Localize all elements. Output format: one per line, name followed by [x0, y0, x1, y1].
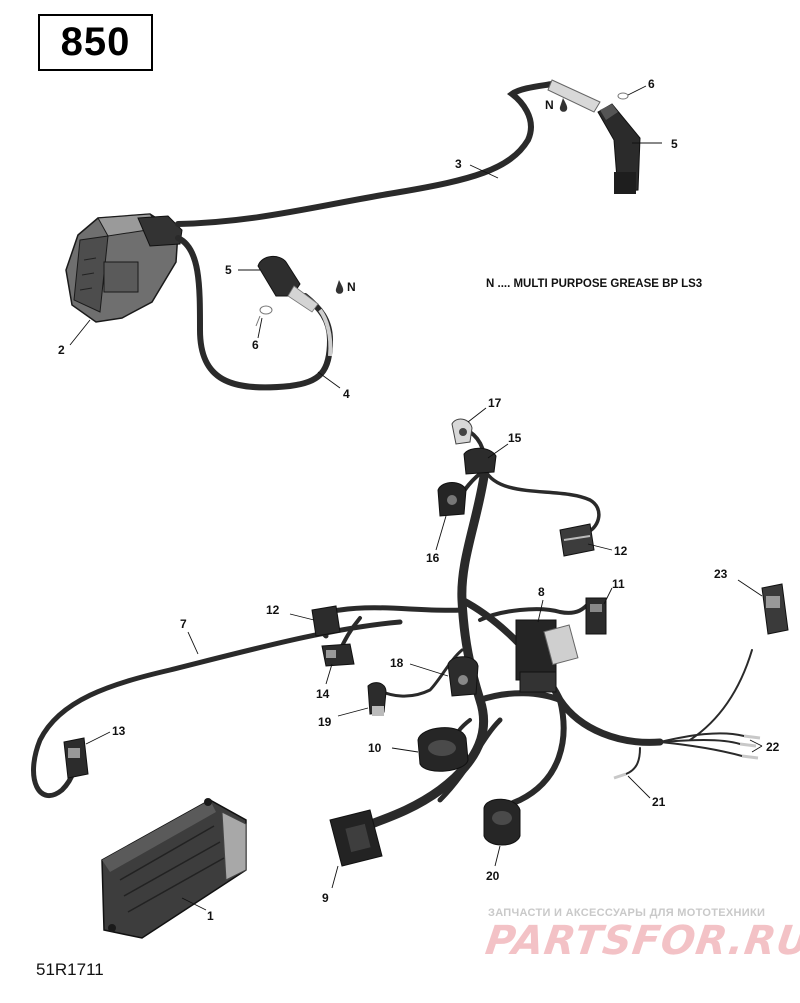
callout-23: 23 [714, 567, 728, 581]
wiring-harness [31, 430, 753, 835]
sensor-19 [367, 682, 387, 716]
callout-14: 14 [316, 687, 330, 701]
callout-4: 4 [343, 387, 350, 401]
model-label: 850 [38, 14, 153, 71]
connector-13 [63, 737, 89, 779]
spark-plug-cap-lower [257, 256, 319, 313]
callout-19: 19 [318, 715, 332, 729]
callout-leaders [69, 85, 763, 911]
spark-plug-cap-upper [597, 103, 641, 194]
ignition-coil [65, 213, 183, 323]
grease-drop-icon [559, 98, 568, 112]
connector-9 [329, 809, 383, 867]
ecm-module-1 [101, 798, 247, 939]
watermark-tagline: ЗАПЧАСТИ И АКСЕССУАРЫ ДЛЯ МОТОТЕХНИКИ [488, 907, 766, 919]
callout-16: 16 [426, 551, 440, 565]
callout-6-lower: 6 [252, 338, 259, 352]
connector-11 [585, 597, 607, 635]
callout-18: 18 [390, 656, 404, 670]
callout-11: 11 [612, 577, 625, 591]
callout-12-left: 12 [266, 603, 280, 617]
sensor-17 [451, 418, 473, 445]
clip-6-lower [255, 305, 273, 327]
diagram-code: 51R1711 [36, 960, 104, 979]
callout-20: 20 [486, 869, 500, 883]
connector-10 [417, 727, 469, 772]
callout-1: 1 [207, 909, 214, 923]
clip-6-upper [617, 92, 629, 100]
connector-12-left [311, 605, 341, 637]
callout-9: 9 [322, 891, 329, 905]
grease-mark-lower: N [347, 280, 356, 294]
callout-17: 17 [488, 396, 502, 410]
callout-7: 7 [180, 617, 187, 631]
callout-10: 10 [368, 741, 382, 755]
callout-8: 8 [538, 585, 545, 599]
callout-3: 3 [455, 157, 462, 171]
callout-5-lower: 5 [225, 263, 232, 277]
callout-22: 22 [766, 740, 780, 754]
connector-15 [463, 447, 497, 475]
callout-12-upper: 12 [614, 544, 628, 558]
connector-14 [321, 643, 355, 667]
ht-lead-4 [175, 235, 334, 391]
connector-20 [483, 798, 521, 846]
watermark-brand: PARTSFOR.RU [482, 918, 800, 964]
connector-12-upper [559, 523, 595, 557]
callout-5-upper: 5 [671, 137, 678, 151]
callout-6-upper: 6 [648, 77, 655, 91]
callout-15: 15 [508, 431, 522, 445]
grease-note: N .... MULTI PURPOSE GREASE BP LS3 [486, 278, 703, 290]
grease-drop-icon [335, 280, 344, 294]
relay-block-8 [515, 619, 579, 693]
callout-2: 2 [58, 343, 65, 357]
callout-13: 13 [112, 724, 126, 738]
callout-21: 21 [652, 795, 666, 809]
connector-23 [761, 583, 789, 635]
ht-lead-3 [175, 81, 555, 227]
connector-18 [447, 656, 479, 697]
grease-mark-upper: N [545, 98, 554, 112]
connector-16 [437, 482, 467, 517]
